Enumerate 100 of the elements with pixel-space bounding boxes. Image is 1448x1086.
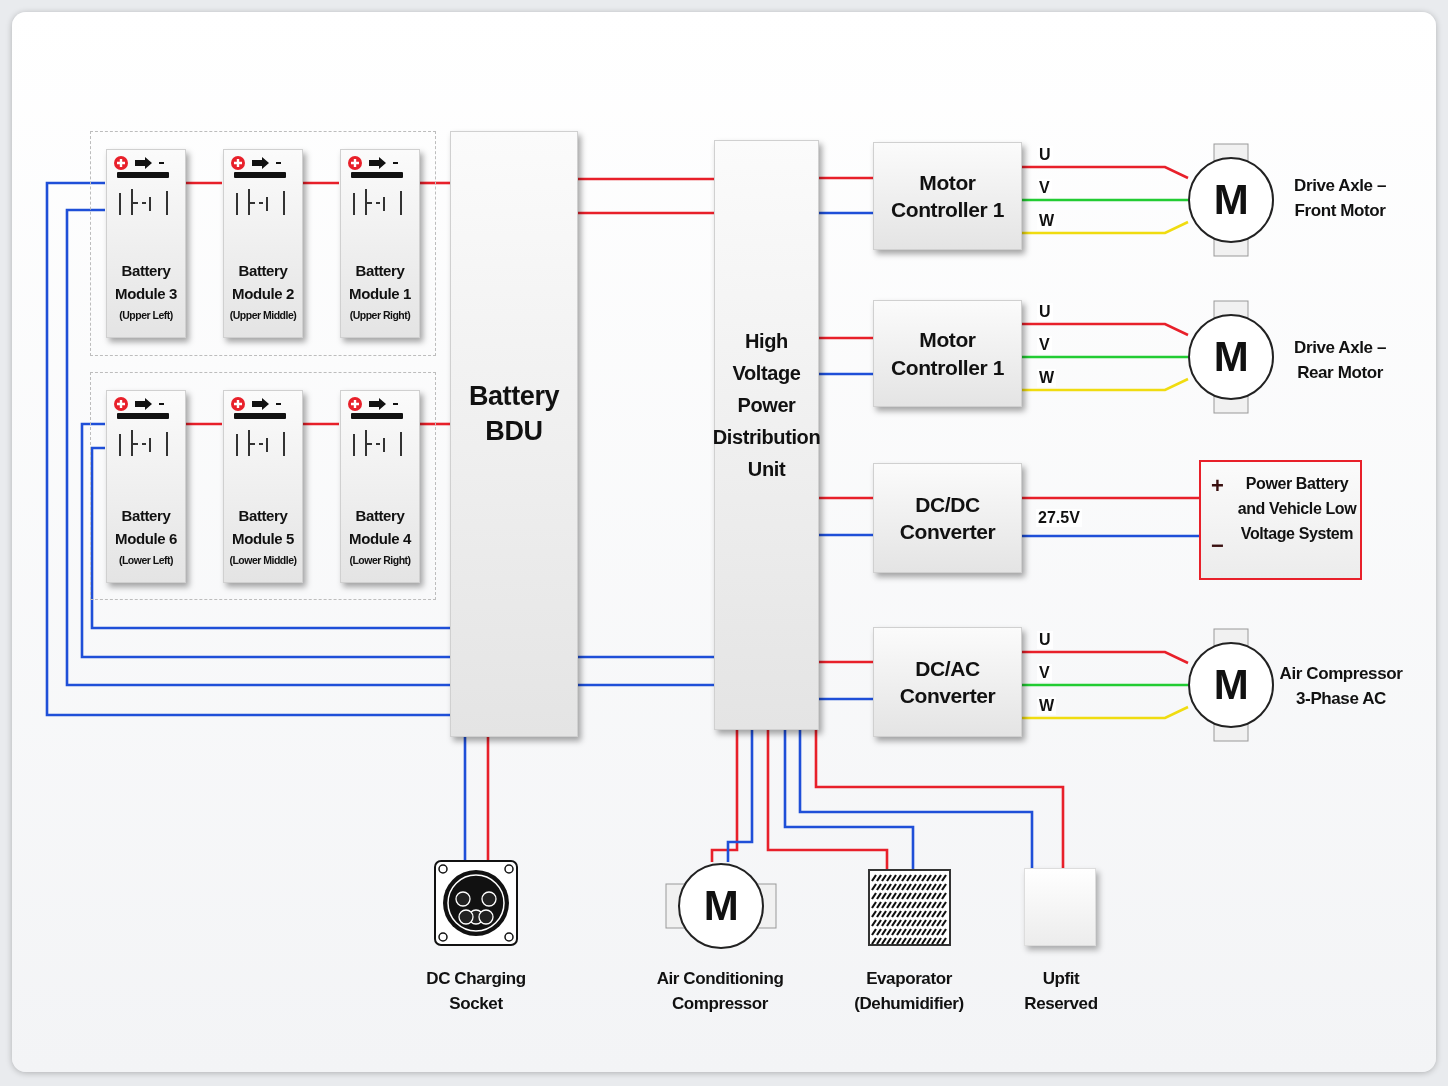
wire <box>90 446 450 630</box>
wire <box>185 181 222 185</box>
motor-symbol <box>1188 628 1274 742</box>
wire <box>819 697 873 701</box>
component-block <box>873 627 1022 737</box>
component-block <box>450 131 578 737</box>
wire <box>798 730 1034 868</box>
battery-module-box <box>340 390 420 583</box>
wire <box>486 737 490 860</box>
edge-label: V <box>1037 336 1052 354</box>
block-label: DC/DC Converter <box>898 491 997 545</box>
wire <box>1022 198 1188 202</box>
dashed-group-frame <box>90 131 436 356</box>
block-label: Battery BDU <box>467 379 561 448</box>
supply-box <box>1199 460 1362 580</box>
edge-label: U <box>1037 631 1053 649</box>
component-block <box>714 140 819 730</box>
battery-module-box <box>223 149 303 338</box>
component-caption: Upfit Reserved <box>1023 968 1099 1015</box>
edge-label: W <box>1037 697 1057 715</box>
component-caption: Drive Axle – Front Motor <box>1293 175 1387 222</box>
wire <box>65 208 450 687</box>
reserved-box <box>1024 868 1096 946</box>
wire <box>1022 377 1189 392</box>
module-position-label: (Upper Right) <box>349 309 411 323</box>
battery-module-box <box>223 390 303 583</box>
component-caption: Evaporator (Dehumidifier) <box>853 968 965 1015</box>
battery-module-box <box>106 390 186 583</box>
wire <box>1022 650 1189 665</box>
wire <box>726 730 754 862</box>
wire <box>819 211 873 215</box>
wire <box>814 730 1065 868</box>
module-label: Battery Module 6 <box>114 506 178 549</box>
module-label: Battery Module 5 <box>231 506 295 549</box>
wire <box>1022 322 1189 337</box>
box-label: Power Battery and Vehicle Low Voltage System <box>1237 474 1357 544</box>
wire <box>1022 165 1189 180</box>
component-caption: Drive Axle – Rear Motor <box>1293 337 1387 384</box>
edge-label: U <box>1037 303 1053 321</box>
edge-label: V <box>1037 664 1052 682</box>
block-label: DC/AC Converter <box>898 655 997 709</box>
wire <box>819 372 873 376</box>
wire <box>1022 534 1199 538</box>
component-block <box>873 463 1022 573</box>
motor-letter: M <box>1213 179 1249 221</box>
battery-module-box <box>106 149 186 338</box>
module-label: Battery Module 4 <box>348 506 413 549</box>
wire <box>819 496 873 500</box>
wire <box>578 655 714 659</box>
battery-module-box <box>340 149 420 338</box>
wire <box>419 422 450 426</box>
wire <box>578 211 714 215</box>
block-label: Motor Controller 1 <box>889 327 1006 381</box>
charging-socket-drawing <box>434 860 518 946</box>
module-label: Battery Module 1 <box>348 261 412 304</box>
edge-label: W <box>1037 369 1057 387</box>
wire <box>1022 683 1188 687</box>
module-label: Battery Module 2 <box>231 261 295 304</box>
wire <box>1022 496 1199 500</box>
wire <box>819 336 873 340</box>
polarity-sign: − <box>1211 532 1224 560</box>
wire <box>1022 355 1188 359</box>
motor-letter: M <box>1213 336 1249 378</box>
block-label: Motor Controller 1 <box>889 169 1006 223</box>
module-position-label: (Upper Left) <box>119 309 173 323</box>
wire <box>463 737 467 860</box>
wire <box>578 683 714 687</box>
wire <box>80 422 450 659</box>
motor-letter: M <box>703 885 739 927</box>
block-label: High Voltage Power Distribution Unit <box>711 329 822 482</box>
wire <box>578 177 714 181</box>
wire <box>819 176 873 180</box>
evaporator-coil-drawing <box>868 869 951 946</box>
wire <box>783 730 915 869</box>
edge-label: 27.5V <box>1036 509 1082 527</box>
wire <box>819 533 873 537</box>
component-block <box>873 142 1022 250</box>
wire <box>766 730 889 869</box>
wire <box>1022 705 1189 720</box>
module-label: Battery Module 3 <box>114 261 178 304</box>
module-position-label: (Lower Middle) <box>229 554 297 568</box>
wire <box>302 181 339 185</box>
component-caption: Air Compressor 3-Phase AC <box>1278 663 1404 710</box>
motor-symbol <box>1188 143 1274 257</box>
component-caption: DC Charging Socket <box>425 968 527 1015</box>
wire <box>302 422 339 426</box>
polarity-sign: + <box>1211 472 1224 500</box>
module-position-label: (Lower Left) <box>118 554 174 568</box>
module-position-label: (Upper Middle) <box>229 309 297 323</box>
wire <box>185 422 222 426</box>
wire <box>419 181 450 185</box>
motor-symbol <box>1188 300 1274 414</box>
wire <box>819 660 873 664</box>
module-position-label: (Lower Right) <box>349 554 411 568</box>
motor-letter: M <box>1213 664 1249 706</box>
motor-symbol <box>665 862 777 950</box>
wire <box>1022 220 1189 235</box>
component-caption: Air Conditioning Compressor <box>655 968 785 1015</box>
wire <box>45 181 450 717</box>
wire <box>710 730 739 862</box>
